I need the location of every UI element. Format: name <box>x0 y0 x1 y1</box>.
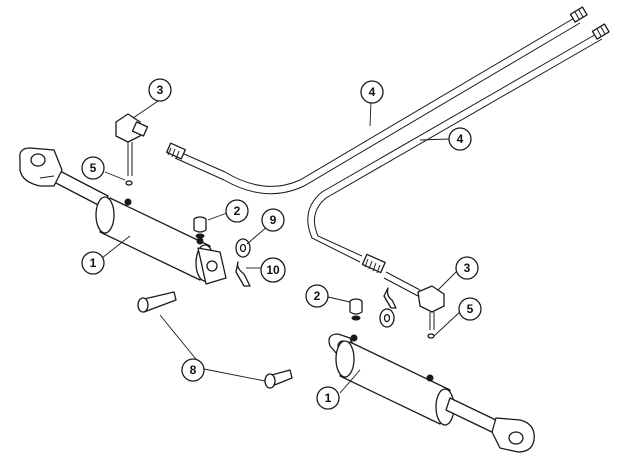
svg-text:2: 2 <box>314 289 321 303</box>
callout-5-right: 5 <box>458 297 482 321</box>
svg-text:3: 3 <box>464 261 471 275</box>
breather-plug-left <box>193 216 207 239</box>
callout-3-left: 3 <box>148 78 172 102</box>
svg-text:4: 4 <box>457 132 464 146</box>
callout-8: 8 <box>181 358 205 382</box>
elbow-fitting-left <box>115 113 149 176</box>
svg-text:5: 5 <box>90 161 97 175</box>
callout-2-left: 2 <box>225 199 249 223</box>
washer-right <box>379 308 395 328</box>
hydraulic-line-upper <box>166 6 588 195</box>
svg-text:5: 5 <box>467 302 474 316</box>
callout-4-lower: 4 <box>448 127 472 151</box>
callout-2-right: 2 <box>305 284 329 308</box>
svg-text:8: 8 <box>190 363 197 377</box>
breather-plug-right <box>349 298 363 321</box>
washer-left <box>235 238 251 258</box>
callout-4-upper: 4 <box>360 80 384 104</box>
svg-text:10: 10 <box>266 263 280 277</box>
svg-text:1: 1 <box>90 256 97 270</box>
svg-text:2: 2 <box>234 204 241 218</box>
hydraulic-cylinder-right <box>328 333 535 453</box>
svg-text:4: 4 <box>369 85 376 99</box>
clevis-pin-lower <box>264 369 293 389</box>
cotter-pin-right <box>383 287 397 309</box>
svg-text:1: 1 <box>325 391 332 405</box>
callout-5-left: 5 <box>81 156 105 180</box>
cotter-pin-left <box>235 261 251 287</box>
hydraulic-cylinder-left <box>19 147 227 285</box>
svg-text:9: 9 <box>270 213 277 227</box>
callout-3-right: 3 <box>455 256 479 280</box>
o-ring-right <box>427 333 435 339</box>
elbow-fitting-right <box>417 285 445 330</box>
svg-text:3: 3 <box>157 83 164 97</box>
o-ring-left <box>125 180 133 186</box>
hydraulic-line-lower <box>307 23 610 297</box>
callout-1-left: 1 <box>81 251 105 275</box>
callout-9: 9 <box>261 208 285 232</box>
callout-1-right: 1 <box>316 386 340 410</box>
callout-10: 10 <box>260 257 286 283</box>
clevis-pin-upper <box>137 291 177 313</box>
